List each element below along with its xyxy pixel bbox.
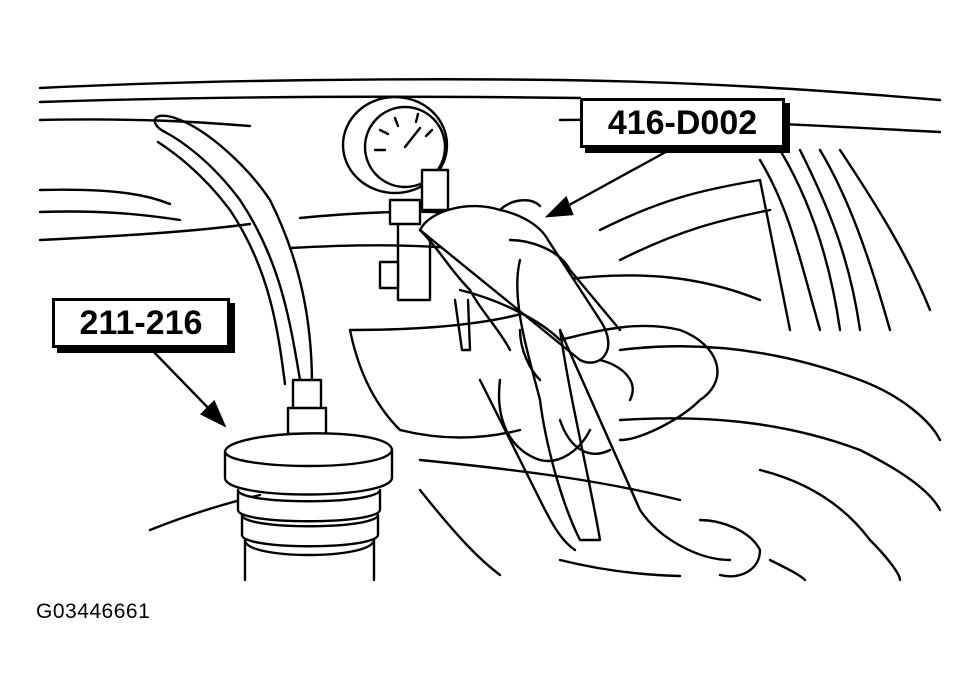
arrowhead-a — [544, 195, 574, 218]
leader-arrows — [149, 146, 674, 428]
arrowhead-b — [199, 399, 227, 428]
figure-id-label: G03446661 — [36, 600, 151, 623]
background-body-lines — [38, 78, 942, 582]
hose — [153, 114, 314, 387]
callout-211-216: 211-216 — [52, 298, 230, 348]
callout-416-d002: 416-D002 — [580, 98, 785, 148]
leader-line-b — [149, 347, 216, 416]
leader-line-a — [559, 146, 674, 212]
vacuum-pump — [341, 95, 762, 578]
hand — [458, 288, 719, 463]
cap-adapter — [223, 378, 394, 582]
